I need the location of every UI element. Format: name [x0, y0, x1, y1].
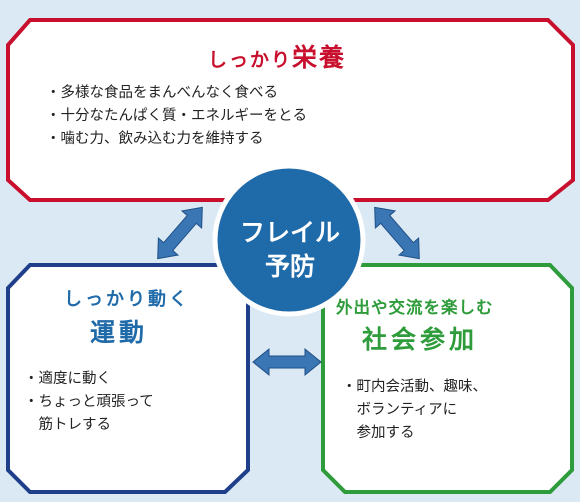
list-item: ・噛む力、飲み込む力を維持する [46, 131, 264, 147]
social-box [321, 263, 574, 494]
list-item: ・十分なたんぱく質・エネルギーをとる [46, 108, 307, 124]
nutrition-list: ・多様な食品をまんべんなく食べる ・十分なたんぱく質・エネルギーをとる ・噛む力… [46, 82, 307, 151]
movement-title-line1: しっかり動く [64, 289, 190, 310]
list-item: ・ちょっと頑張って [24, 394, 154, 410]
list-item: 筋トレする [24, 417, 111, 433]
double-arrow-icon [374, 206, 420, 260]
list-item: ・町内会活動、趣味、 [342, 379, 487, 395]
social-title-line1: 外出や交流を楽しむ [336, 298, 494, 317]
double-arrow-icon [252, 347, 322, 377]
list-item: 参加する [342, 425, 415, 441]
nutrition-title-big: 栄養 [292, 43, 347, 72]
movement-list: ・適度に動く ・ちょっと頑張って 筋トレする [24, 368, 154, 437]
list-item: ・多様な食品をまんべんなく食べる [46, 85, 278, 101]
movement-title-line2: 運動 [90, 318, 149, 347]
double-arrow-icon [157, 206, 203, 260]
nutrition-title: しっかり栄養 [208, 38, 346, 74]
center-title-line2: 予防 [264, 252, 315, 281]
frailty-prevention-circle [212, 163, 366, 317]
list-item: ボランティアに [342, 402, 458, 418]
nutrition-box [6, 18, 575, 202]
center-title-line1: フレイル [239, 218, 340, 247]
social-list: ・町内会活動、趣味、 ボランティアに 参加する [342, 376, 487, 445]
nutrition-title-small: しっかり [208, 49, 293, 71]
social-title-line2: 社会参加 [362, 325, 479, 354]
list-item: ・適度に動く [24, 371, 111, 387]
